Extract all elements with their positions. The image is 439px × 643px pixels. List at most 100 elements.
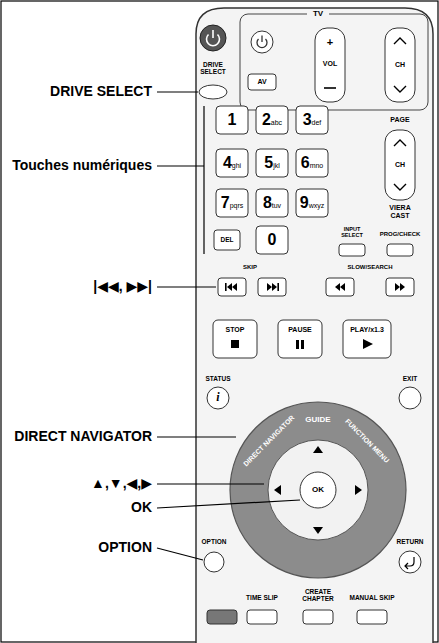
callout-label: Touches numériques bbox=[7, 158, 152, 173]
button-label: STOP bbox=[214, 326, 256, 334]
callout-label: DRIVE SELECT bbox=[7, 84, 152, 99]
transport-icons bbox=[340, 283, 345, 291]
pause-icon bbox=[296, 340, 299, 349]
button-label: PAGE bbox=[382, 116, 418, 124]
button-label: MANUAL SKIP bbox=[347, 594, 397, 601]
button-label: CREATE CHAPTER bbox=[298, 588, 338, 602]
number-keys bbox=[256, 226, 288, 254]
navigation-ring bbox=[230, 402, 406, 578]
button-label: CH bbox=[386, 61, 414, 69]
bottom-buttons bbox=[207, 610, 387, 624]
button-label: RETURN bbox=[390, 538, 430, 545]
transport-icons bbox=[225, 283, 227, 291]
key-label: 4ghi bbox=[216, 154, 248, 172]
stop-pause-play-buttons bbox=[213, 320, 391, 358]
power-button bbox=[212, 30, 214, 38]
button-label: + bbox=[320, 36, 340, 48]
transport-icons bbox=[267, 283, 272, 291]
exit-button bbox=[399, 387, 421, 409]
leader-lines bbox=[157, 286, 216, 287]
button-label: AV bbox=[249, 78, 275, 86]
transport-small-buttons bbox=[386, 278, 414, 296]
key-label: 0 bbox=[256, 231, 288, 249]
button-label: i bbox=[212, 391, 224, 404]
button-label: GUIDE bbox=[298, 416, 338, 425]
leader-lines bbox=[157, 165, 204, 166]
tv-group-outline bbox=[240, 14, 428, 110]
leader-lines bbox=[157, 92, 300, 560]
status-button bbox=[207, 387, 229, 409]
callout-label: OPTION bbox=[7, 540, 152, 555]
stop-pause-play-buttons bbox=[278, 320, 322, 358]
cursor-pad bbox=[268, 440, 368, 540]
number-keys bbox=[256, 106, 288, 134]
button-label: SLOW/SEARCH bbox=[335, 264, 405, 271]
key-label: 2abc bbox=[256, 111, 288, 129]
volume-rocker bbox=[315, 28, 345, 102]
tv-power-button bbox=[261, 36, 262, 43]
key-label: 8tuv bbox=[256, 194, 288, 212]
number-keys bbox=[296, 149, 328, 177]
button-label: DRIVE SELECT bbox=[196, 61, 230, 75]
button-label: EXIT bbox=[395, 375, 425, 382]
button-label: TV bbox=[307, 10, 329, 19]
button-label: FUNCTION MENU bbox=[332, 406, 401, 475]
key-label: 1 bbox=[216, 111, 248, 129]
number-keys bbox=[216, 106, 248, 134]
button-label: PLAY/x1.3 bbox=[344, 326, 390, 334]
power-button bbox=[200, 25, 226, 51]
number-keys bbox=[256, 149, 288, 177]
key-label: 3def bbox=[296, 111, 328, 129]
transport-small-buttons bbox=[218, 278, 246, 296]
key-label: 9wxyz bbox=[296, 194, 328, 212]
cursor-arrows bbox=[313, 527, 323, 534]
number-keys bbox=[216, 189, 248, 217]
stop-icon bbox=[231, 340, 239, 348]
button-label: PROG/CHECK bbox=[376, 231, 424, 238]
stop-pause-play-buttons bbox=[213, 320, 257, 358]
pause-icon bbox=[296, 340, 304, 349]
remote-body bbox=[196, 8, 433, 643]
cursor-arrows bbox=[274, 446, 362, 534]
transport-small-buttons bbox=[258, 278, 286, 296]
number-keys bbox=[256, 189, 288, 217]
callout-label: |◀◀, ▶▶| bbox=[7, 279, 152, 294]
transport-icons bbox=[225, 283, 405, 291]
bottom-buttons bbox=[247, 610, 277, 624]
pause-icon bbox=[301, 340, 304, 349]
button-label: OPTION bbox=[194, 538, 234, 545]
transport-small-buttons bbox=[326, 278, 354, 296]
button-label: INPUT SELECT bbox=[335, 226, 369, 238]
prog-check-button bbox=[387, 244, 413, 256]
button-label: VIERA CAST bbox=[383, 204, 417, 219]
bottom-buttons bbox=[303, 610, 333, 624]
button-label: PAUSE bbox=[279, 326, 321, 334]
transport-icons bbox=[272, 283, 277, 291]
transport-icons bbox=[395, 283, 400, 291]
button-label: DIRECT NAVIGATOR bbox=[234, 406, 303, 475]
leader-lines bbox=[203, 106, 204, 254]
cursor-arrows bbox=[313, 446, 323, 453]
number-keys bbox=[296, 189, 328, 217]
button-label: DEL bbox=[214, 236, 240, 243]
button-label: VOL bbox=[316, 60, 344, 68]
button-label: STATUS bbox=[198, 375, 238, 382]
key-label: 6mno bbox=[296, 154, 328, 172]
av-button bbox=[248, 74, 276, 90]
power-button bbox=[200, 25, 226, 51]
leader-lines bbox=[157, 91, 198, 92]
tv-power-button bbox=[251, 31, 273, 53]
key-label: 7pqrs bbox=[216, 194, 248, 212]
callout-label: ▲,▼,◀,▶ bbox=[7, 476, 152, 491]
return-button bbox=[405, 557, 414, 569]
transport-icons bbox=[400, 283, 405, 291]
button-label: TIME SLIP bbox=[242, 594, 282, 601]
channel-rocker bbox=[385, 130, 415, 200]
play-icon bbox=[363, 339, 373, 349]
leader-lines bbox=[157, 436, 236, 437]
ok-button bbox=[300, 472, 336, 508]
cursor-arrows bbox=[274, 485, 281, 495]
button-label: OK bbox=[306, 486, 330, 495]
